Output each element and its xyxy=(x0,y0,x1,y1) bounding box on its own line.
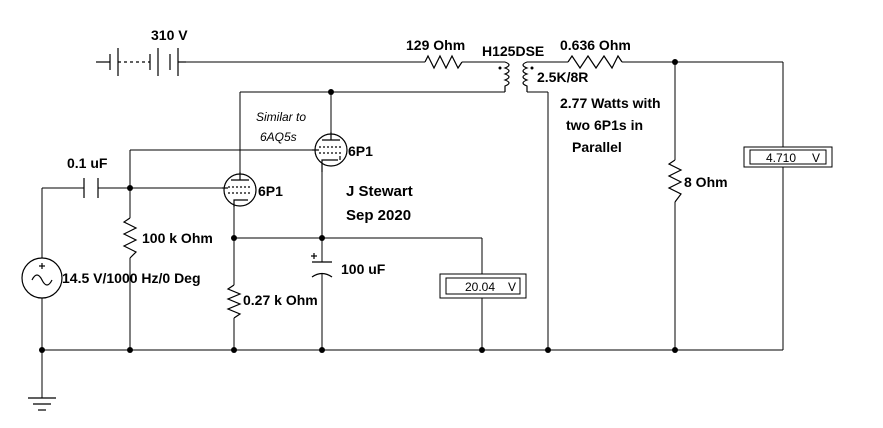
cathode-voltmeter: 20.04 V xyxy=(440,274,526,298)
power-note-line1: 2.77 Watts with xyxy=(560,95,661,111)
transformer-label: H125DSE xyxy=(482,43,544,59)
cathode-meter-value: 20.04 xyxy=(465,280,495,294)
power-note: 2.77 Watts with two 6P1s in Parallel xyxy=(560,95,661,155)
cathode-cap-label: 100 uF xyxy=(341,261,386,277)
resistor-129-label: 129 Ohm xyxy=(406,37,465,53)
author-block: J Stewart Sep 2020 xyxy=(346,183,413,224)
ground-symbol xyxy=(28,398,56,410)
grid-resistor-label: 100 k Ohm xyxy=(142,230,213,246)
power-note-line2: two 6P1s in xyxy=(566,117,643,133)
transformer-ratio: 2.5K/8R xyxy=(537,69,588,85)
load-resistor-8-ohm: 8 Ohm xyxy=(669,160,728,202)
upper-tube-label: 6P1 xyxy=(348,143,373,159)
power-note-line3: Parallel xyxy=(572,139,622,155)
cathode-resistor-027k: 0.27 k Ohm xyxy=(228,285,318,318)
lower-tube-label: 6P1 xyxy=(258,183,283,199)
cathode-capacitor: 100 uF xyxy=(311,253,386,277)
author-date: Sep 2020 xyxy=(346,207,411,224)
lower-tube-6p1: 6P1 xyxy=(222,172,283,207)
load-label: 8 Ohm xyxy=(684,174,728,190)
battery-310v: 310 V xyxy=(96,27,188,76)
cathode-resistor-label: 0.27 k Ohm xyxy=(243,292,318,308)
author-name: J Stewart xyxy=(346,183,413,200)
upper-tube-6p1: 6P1 xyxy=(312,132,373,172)
coupling-cap-label: 0.1 uF xyxy=(67,155,108,171)
junction-dots xyxy=(39,59,678,353)
output-meter-value: 4.710 xyxy=(766,151,796,165)
tube-note-line1: Similar to xyxy=(256,110,306,124)
output-voltmeter: 4.710 V xyxy=(744,147,832,167)
resistor-0636-label: 0.636 Ohm xyxy=(560,37,631,53)
grid-resistor-100k: 100 k Ohm xyxy=(124,218,213,258)
wires xyxy=(42,62,783,398)
tube-note-line2: 6AQ5s xyxy=(260,130,297,144)
resistor-0636-ohm: 0.636 Ohm xyxy=(560,37,631,68)
tube-similar-note: Similar to 6AQ5s xyxy=(256,110,306,144)
source-label: 14.5 V/1000 Hz/0 Deg xyxy=(62,270,201,286)
cathode-meter-unit: V xyxy=(508,280,516,294)
resistor-129-ohm: 129 Ohm xyxy=(406,37,465,68)
ac-source: 14.5 V/1000 Hz/0 Deg xyxy=(22,258,201,298)
output-meter-unit: V xyxy=(812,151,820,165)
coupling-capacitor: 0.1 uF xyxy=(67,155,108,198)
battery-label: 310 V xyxy=(151,27,188,43)
output-transformer: H125DSE 2.5K/8R xyxy=(482,43,588,92)
